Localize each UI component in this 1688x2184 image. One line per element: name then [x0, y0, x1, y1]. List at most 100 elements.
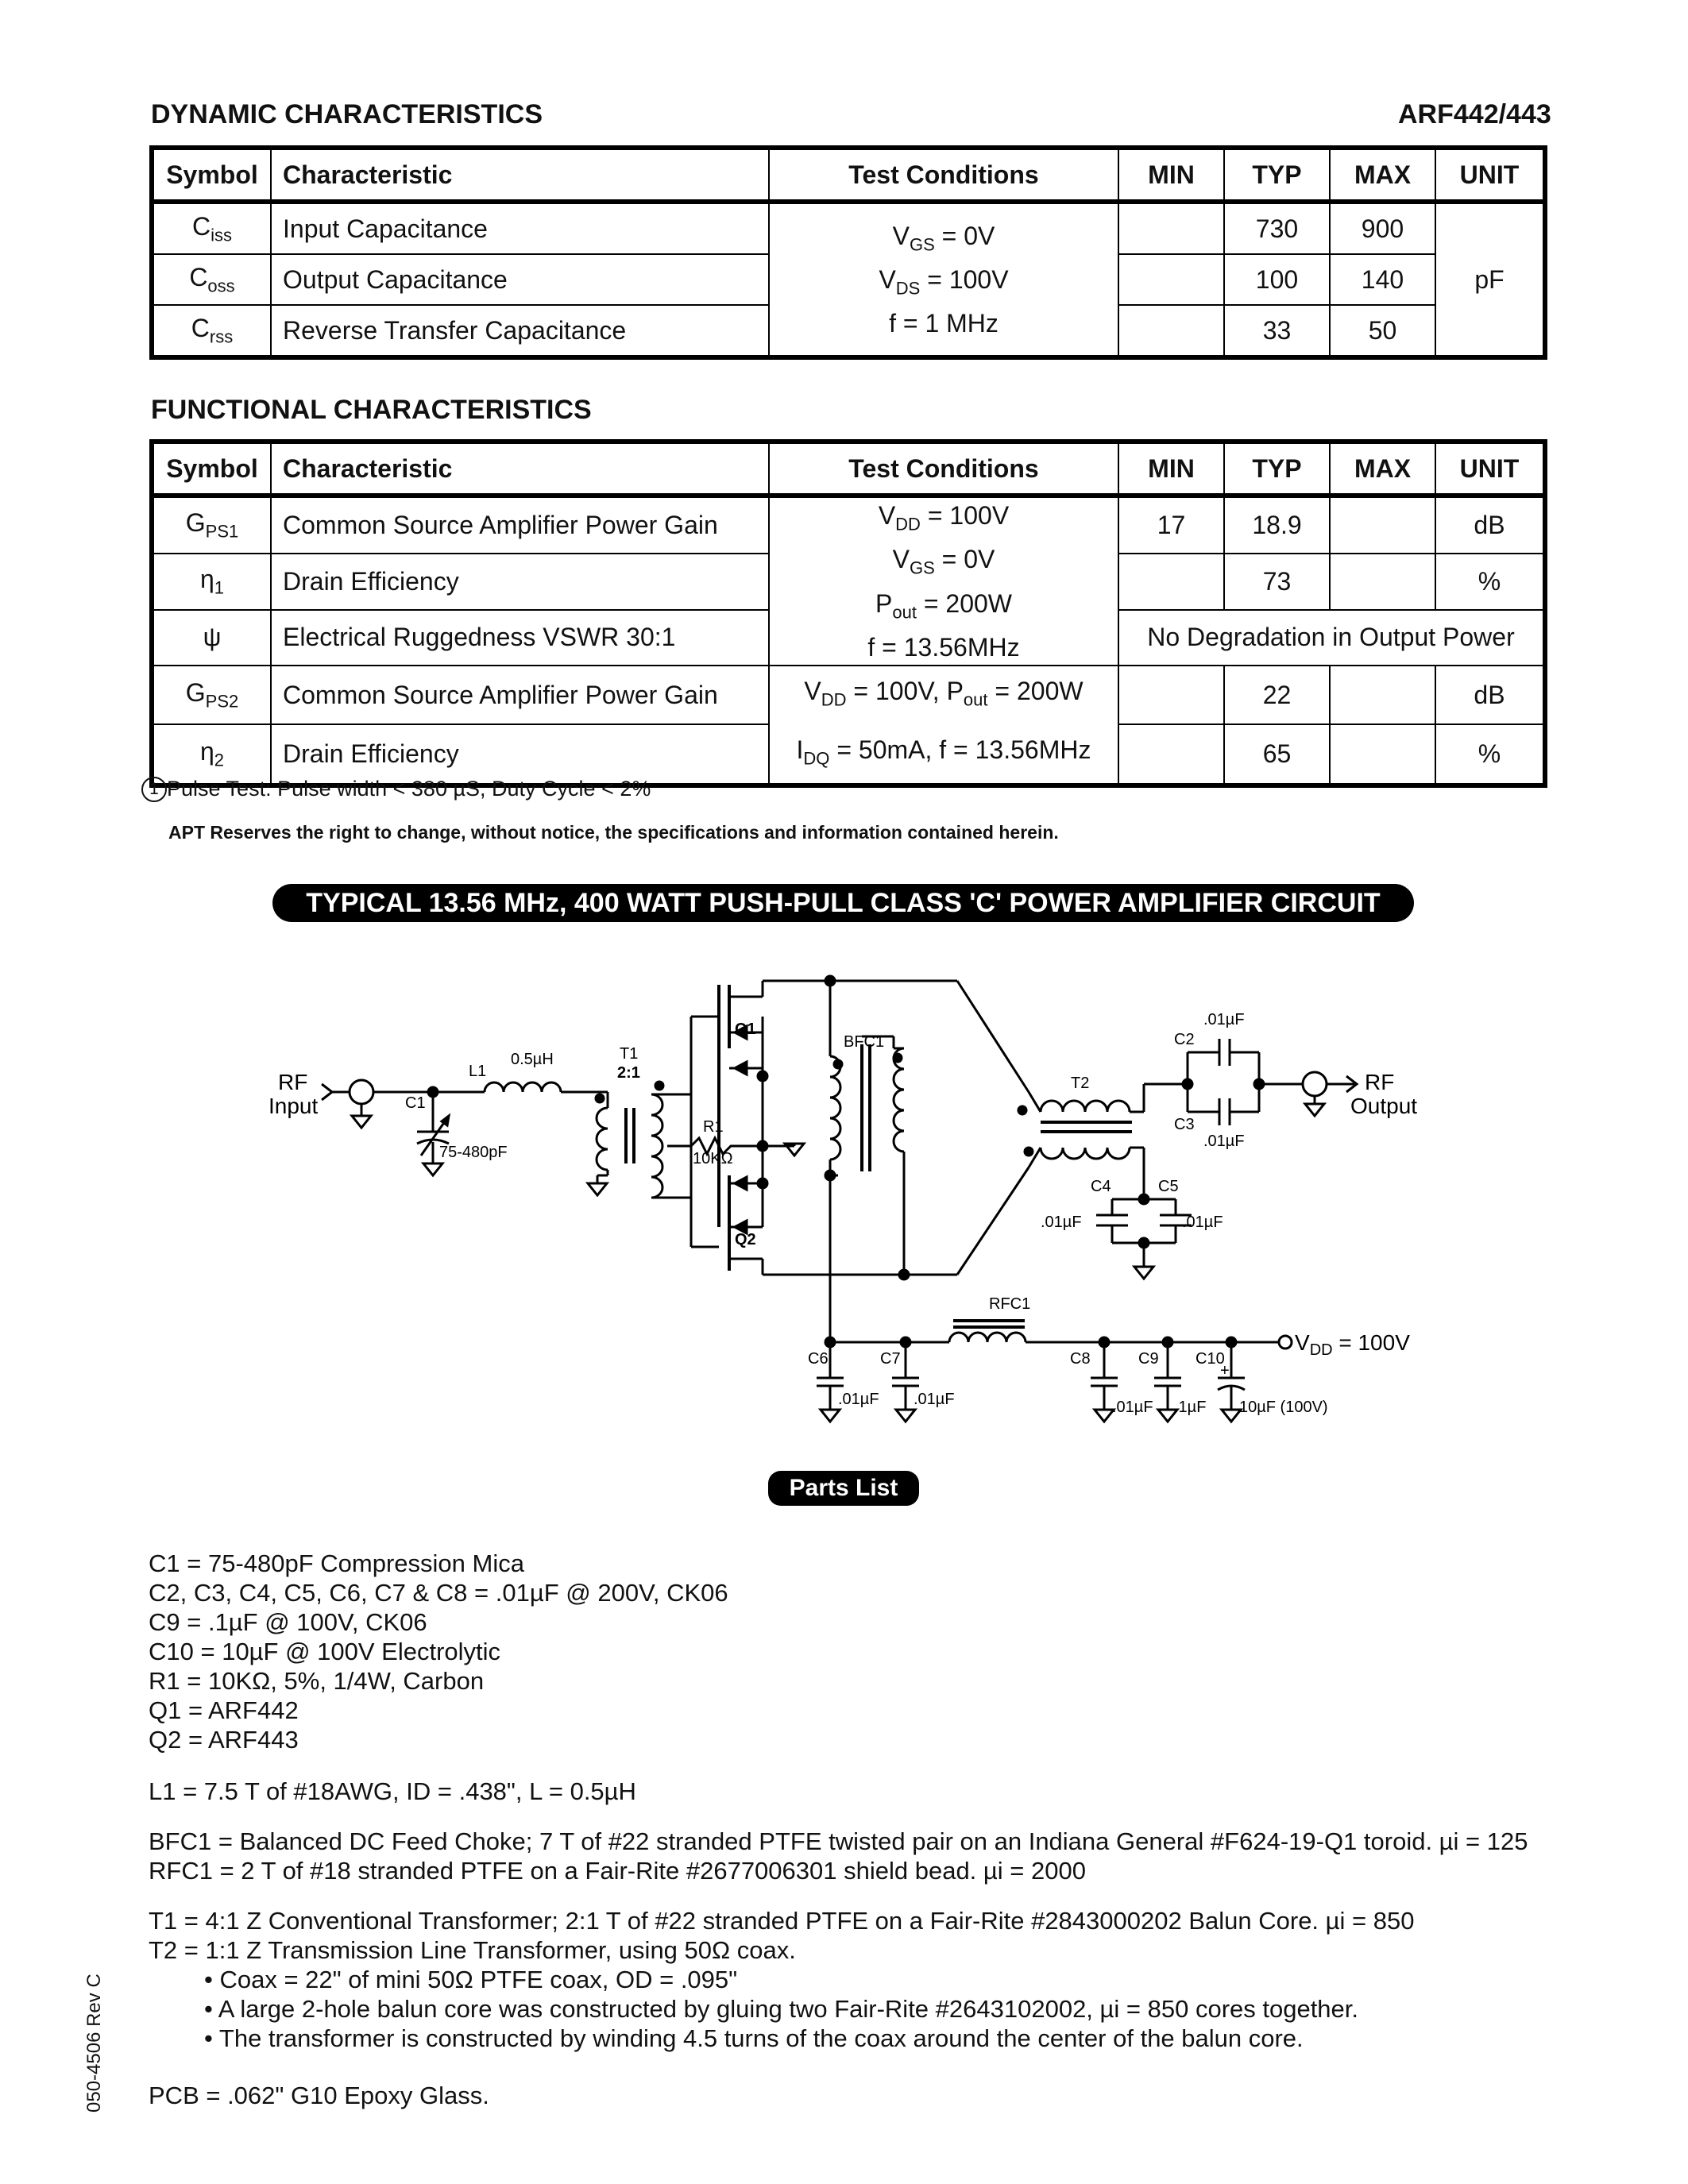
cond-text: = 100V, P	[846, 677, 964, 706]
junction-dot	[427, 1086, 439, 1098]
rf-input-port	[321, 1078, 485, 1130]
table-row: Ciss Input Capacitance VGS = 0V VDS = 10…	[151, 201, 1546, 358]
cond-text: = 100V	[920, 501, 1010, 530]
part-number: ARF442/443	[1398, 99, 1551, 129]
functional-table: Symbol Characteristic Test Conditions MI…	[149, 439, 1547, 788]
bfc1-label: BFC1	[844, 1033, 884, 1051]
vdd-sub: DD	[1310, 1341, 1333, 1359]
dynamic-heading: DYNAMIC CHARACTERISTICS	[151, 99, 543, 129]
cond-text: V	[879, 265, 896, 294]
junction-dot	[898, 1268, 910, 1281]
col-typ: TYP	[1223, 147, 1331, 203]
c10-label: C10	[1196, 1350, 1225, 1368]
symbol-cell: Coss	[151, 253, 272, 306]
table-header-row: Symbol Characteristic Test Conditions MI…	[151, 147, 1546, 203]
vdd-text: = 100V	[1333, 1330, 1411, 1355]
cond-sub: GS	[909, 558, 935, 578]
cond-sub: GS	[909, 234, 935, 254]
min-cell: 17	[1118, 495, 1225, 554]
t1-transformer	[585, 1080, 667, 1199]
junction-dot	[756, 1070, 769, 1082]
vdd-label: VDD = 100V	[1295, 1330, 1410, 1359]
col-unit: UNIT	[1435, 147, 1546, 203]
symbol-cell: GPS1	[151, 495, 272, 554]
list-item: C10 = 10µF @ 100V Electrolytic	[149, 1638, 501, 1665]
vdd-text: V	[1295, 1330, 1310, 1355]
cond-text: V	[878, 501, 896, 530]
col-min: MIN	[1118, 441, 1225, 496]
table-row: GPS1 Common Source Amplifier Power Gain …	[151, 494, 1546, 667]
symbol: G	[185, 678, 206, 708]
junction-dot	[1138, 1237, 1150, 1249]
col-symbol: Symbol	[151, 147, 272, 203]
cond-sub: out	[963, 689, 988, 710]
list-item: BFC1 = Balanced DC Feed Choke; 7 T of #2…	[149, 1827, 1528, 1855]
footnote-text: Pulse Test: Pulse width < 380 µS, Duty C…	[167, 777, 651, 801]
c1-value: 75-480pF	[439, 1144, 508, 1161]
conditions-cell: VDD = 100V VGS = 0V Pout = 200W f = 13.5…	[768, 494, 1119, 667]
list-item: Q1 = ARF442	[149, 1696, 299, 1724]
cond-text: P	[875, 588, 893, 618]
list-item: C9 = .1µF @ 100V, CK06	[149, 1608, 427, 1636]
table-row: Crss Reverse Transfer Capacitance 33 50	[151, 304, 1545, 358]
l1-label: L1	[469, 1063, 486, 1080]
parts-list-title: Parts List	[768, 1471, 919, 1506]
characteristic-cell: Common Source Amplifier Power Gain	[270, 495, 770, 554]
unit-cell: %	[1435, 723, 1546, 786]
r1-label: R1	[703, 1118, 724, 1136]
rf-input-label: Input	[268, 1094, 318, 1118]
c4-value: .01µF	[1041, 1214, 1082, 1231]
cond-text: V	[892, 221, 910, 250]
wire	[956, 980, 1030, 1093]
max-cell: 50	[1329, 304, 1436, 358]
junction-dot	[1253, 1078, 1265, 1090]
symbol-cell: ψ	[151, 608, 272, 667]
unit-cell: pF	[1435, 201, 1546, 358]
symbol-sub: rss	[209, 326, 234, 347]
dynamic-table: Symbol Characteristic Test Conditions MI…	[149, 145, 1547, 360]
list-item: C1 = 75-480pF Compression Mica	[149, 1549, 524, 1577]
c2-label: C2	[1174, 1031, 1195, 1048]
parts-group-chokes: BFC1 = Balanced DC Feed Choke; 7 T of #2…	[149, 1827, 1528, 1885]
list-item: • The transformer is constructed by wind…	[204, 2024, 1304, 2052]
col-characteristic: Characteristic	[270, 147, 770, 203]
r1-resistor	[689, 1135, 763, 1157]
c3-label: C3	[1174, 1116, 1195, 1133]
min-cell	[1118, 304, 1225, 358]
col-unit: UNIT	[1435, 441, 1546, 496]
max-cell: 900	[1329, 201, 1436, 255]
c2-c3-capacitors	[1144, 1039, 1303, 1125]
typ-cell: 22	[1223, 665, 1331, 726]
junction-dot	[756, 1177, 769, 1190]
r1-value: 10KΩ	[693, 1150, 733, 1167]
list-item: R1 = 10KΩ, 5%, 1/4W, Carbon	[149, 1667, 485, 1695]
bfc1-choke	[829, 981, 906, 1342]
cond-text: V	[804, 677, 821, 706]
document-code: 050-4506 Rev C	[83, 1974, 105, 2113]
symbol-cell: GPS2	[151, 665, 272, 726]
max-cell	[1329, 495, 1436, 554]
characteristic-cell: Common Source Amplifier Power Gain	[270, 665, 770, 726]
col-max: MAX	[1329, 441, 1436, 496]
min-cell	[1118, 552, 1225, 611]
col-symbol: Symbol	[151, 441, 272, 496]
cond-text: = 0V	[934, 221, 995, 250]
list-item: • Coax = 22" of mini 50Ω PTFE coax, OD =…	[204, 1966, 738, 1993]
symbol-sub: 2	[214, 750, 225, 770]
symbol: η	[199, 564, 214, 593]
table-row: η2 Drain Efficiency 65 %	[151, 723, 1546, 786]
symbol: G	[185, 508, 206, 538]
footnote-marker: 1	[141, 777, 167, 802]
c6-value: .01µF	[838, 1391, 879, 1408]
typ-cell: 33	[1223, 304, 1331, 358]
ground-icon	[782, 1142, 807, 1158]
characteristic-cell: Output Capacitance	[270, 253, 770, 306]
list-item: Q2 = ARF443	[149, 1726, 299, 1754]
t1-label: T1	[620, 1045, 638, 1063]
list-item: C2, C3, C4, C5, C6, C7 & C8 = .01µF @ 20…	[149, 1579, 728, 1607]
symbol-sub: iss	[211, 225, 232, 245]
c8-label: C8	[1070, 1350, 1091, 1368]
c9-value: .1µF	[1174, 1399, 1206, 1416]
symbol: ψ	[203, 623, 222, 652]
